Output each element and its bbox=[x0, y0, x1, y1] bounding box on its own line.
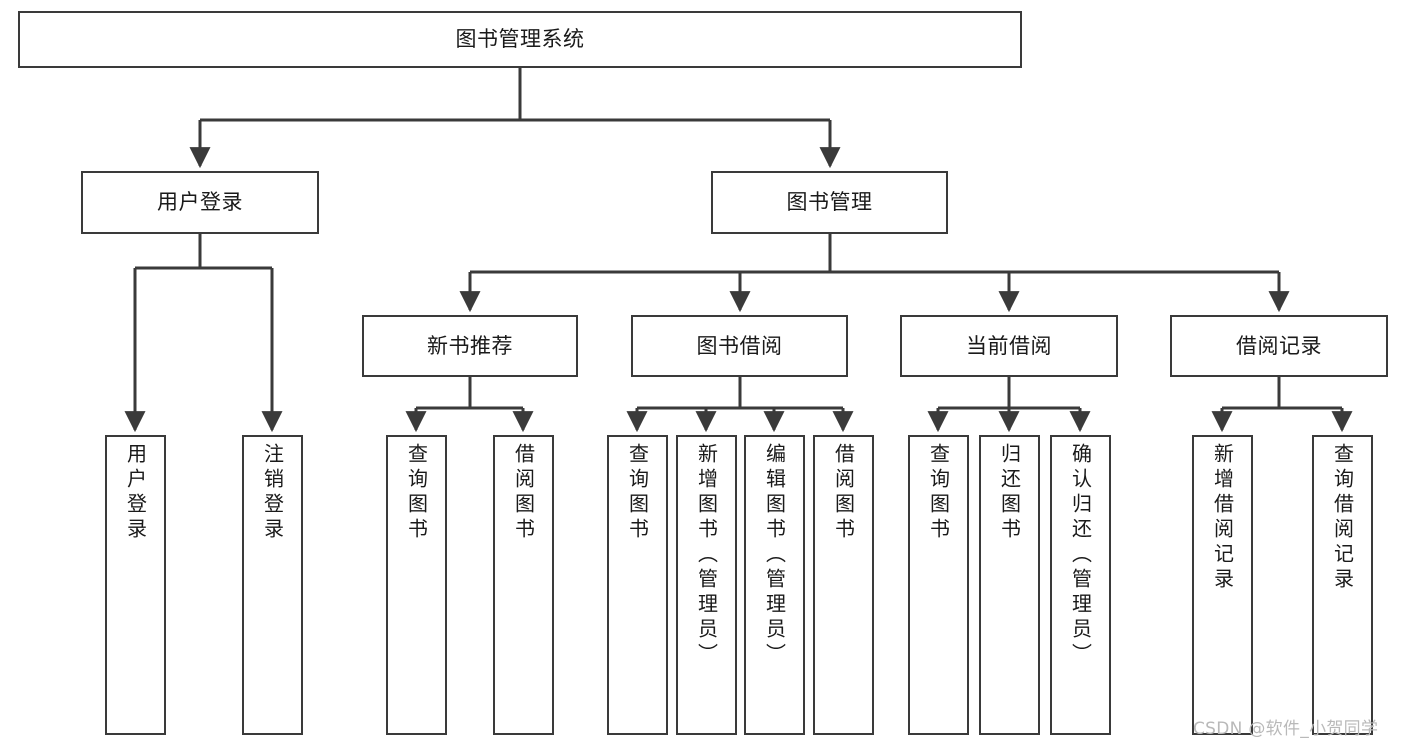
node-borrow-record[interactable]: 借阅记录 bbox=[1170, 315, 1388, 377]
node-label: 归还图书 bbox=[997, 443, 1022, 543]
node-leaf-return-book[interactable]: 归还图书 bbox=[979, 435, 1040, 735]
node-leaf-borrow-book-2[interactable]: 借阅图书 bbox=[813, 435, 874, 735]
node-label: 新增图书（管理员） bbox=[694, 443, 719, 668]
node-user-login[interactable]: 用户登录 bbox=[81, 171, 319, 234]
node-label: 借阅记录 bbox=[1236, 333, 1322, 358]
node-label: 用户登录 bbox=[157, 190, 243, 215]
node-label: 查询图书 bbox=[625, 443, 650, 543]
node-label: 注销登录 bbox=[260, 443, 285, 543]
node-leaf-confirm-return[interactable]: 确认归还（管理员） bbox=[1050, 435, 1111, 735]
node-root-book-management-system[interactable]: 图书管理系统 bbox=[18, 11, 1022, 68]
node-new-book-recommend[interactable]: 新书推荐 bbox=[362, 315, 578, 377]
node-book-management[interactable]: 图书管理 bbox=[711, 171, 948, 234]
node-leaf-add-borrow-record[interactable]: 新增借阅记录 bbox=[1192, 435, 1253, 735]
node-label: 确认归还（管理员） bbox=[1068, 443, 1093, 668]
node-leaf-edit-book[interactable]: 编辑图书（管理员） bbox=[744, 435, 805, 735]
node-label: 用户登录 bbox=[123, 443, 148, 543]
node-leaf-logout-login[interactable]: 注销登录 bbox=[242, 435, 303, 735]
node-leaf-query-borrow-record[interactable]: 查询借阅记录 bbox=[1312, 435, 1373, 735]
node-leaf-user-login[interactable]: 用户登录 bbox=[105, 435, 166, 735]
node-leaf-query-book-1[interactable]: 查询图书 bbox=[386, 435, 447, 735]
csdn-watermark: CSDN @软件_小贺同学 bbox=[1193, 719, 1379, 739]
node-label: 编辑图书（管理员） bbox=[762, 443, 787, 668]
node-label: 查询图书 bbox=[404, 443, 429, 543]
node-label: 借阅图书 bbox=[511, 443, 536, 543]
node-label: 新增借阅记录 bbox=[1210, 443, 1235, 593]
node-label: 查询借阅记录 bbox=[1330, 443, 1355, 593]
node-label: 查询图书 bbox=[926, 443, 951, 543]
node-book-borrow[interactable]: 图书借阅 bbox=[631, 315, 848, 377]
node-label: 新书推荐 bbox=[427, 333, 513, 358]
node-leaf-borrow-book-1[interactable]: 借阅图书 bbox=[493, 435, 554, 735]
node-label: 图书借阅 bbox=[696, 333, 783, 358]
node-leaf-query-book-2[interactable]: 查询图书 bbox=[607, 435, 668, 735]
node-current-borrow[interactable]: 当前借阅 bbox=[900, 315, 1118, 377]
node-label: 图书管理系统 bbox=[455, 27, 585, 52]
node-label: 当前借阅 bbox=[966, 333, 1052, 358]
node-label: 借阅图书 bbox=[831, 443, 856, 543]
node-label: 图书管理 bbox=[786, 190, 873, 215]
node-leaf-query-book-3[interactable]: 查询图书 bbox=[908, 435, 969, 735]
node-leaf-add-book[interactable]: 新增图书（管理员） bbox=[676, 435, 737, 735]
